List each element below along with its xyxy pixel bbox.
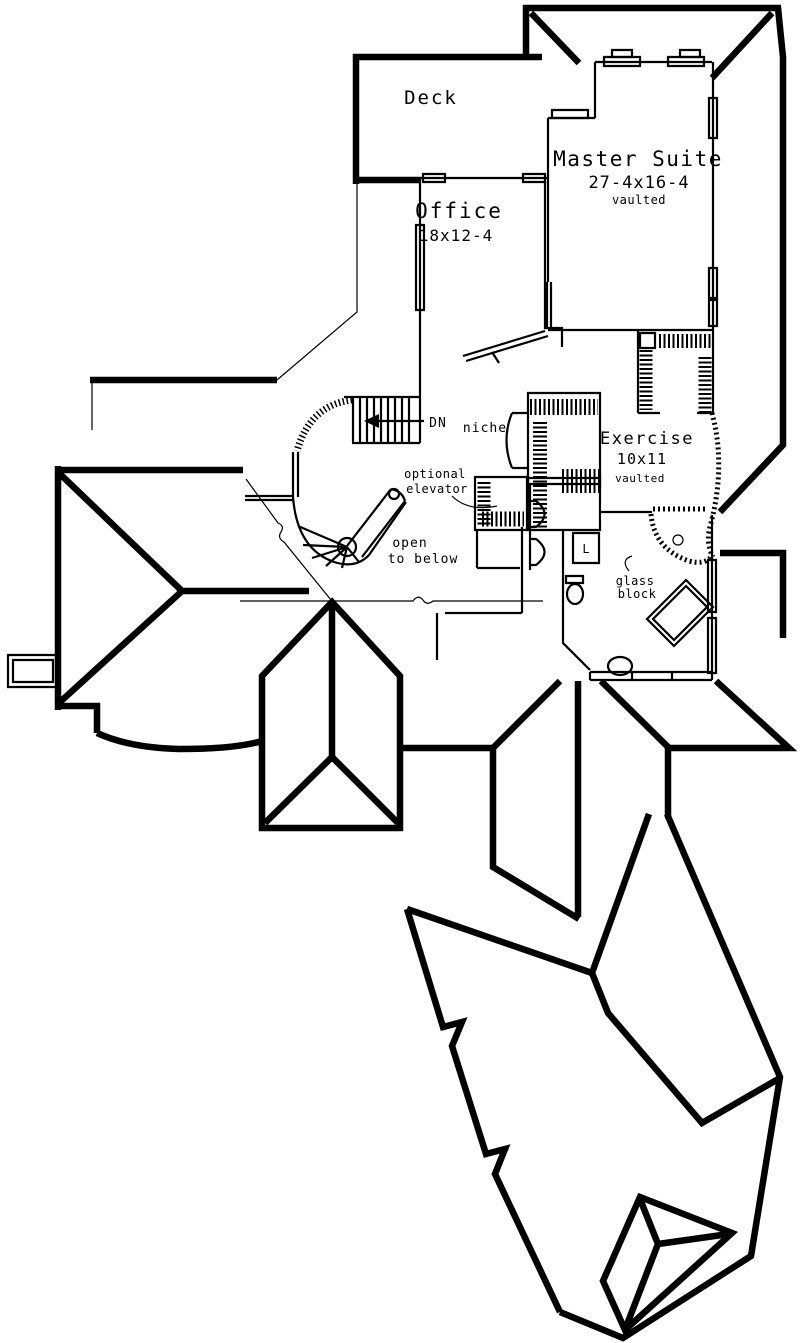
label-elevator: elevator: [406, 482, 468, 496]
label-optional: optional: [404, 467, 466, 481]
walls: [6, 48, 719, 689]
thin-lines: [91, 184, 633, 604]
label-linen: L: [582, 542, 589, 556]
label-master-note: vaulted: [612, 193, 666, 207]
hatch-bands: [293, 334, 722, 565]
fixture-circle: [336, 536, 358, 558]
label-exercise-dims: 10x11: [617, 450, 667, 468]
label-open: open: [392, 536, 427, 551]
fixtures: [336, 414, 684, 677]
label-dn: DN: [429, 416, 447, 431]
fixture-circle: [672, 534, 684, 546]
label-exercise: Exercise: [600, 429, 694, 449]
label-block: block: [618, 587, 657, 601]
roof-outline: [54, 4, 798, 1342]
toilet-fixture: [565, 582, 585, 606]
label-deck: Deck: [404, 87, 458, 109]
label-to-below: to below: [388, 552, 459, 567]
label-niche: niche: [463, 421, 507, 436]
fixture-circle: [387, 487, 401, 501]
toilet-fixture: [606, 655, 634, 677]
label-glass: glass: [616, 574, 655, 588]
label-master-suite: Master Suite: [553, 147, 723, 171]
label-exercise-note: vaulted: [615, 472, 665, 485]
label-office: Office: [415, 199, 503, 223]
dn-arrowhead: [364, 414, 379, 428]
label-master-dims: 27-4x16-4: [588, 173, 689, 193]
label-office-dims: 18x12-4: [419, 226, 493, 245]
